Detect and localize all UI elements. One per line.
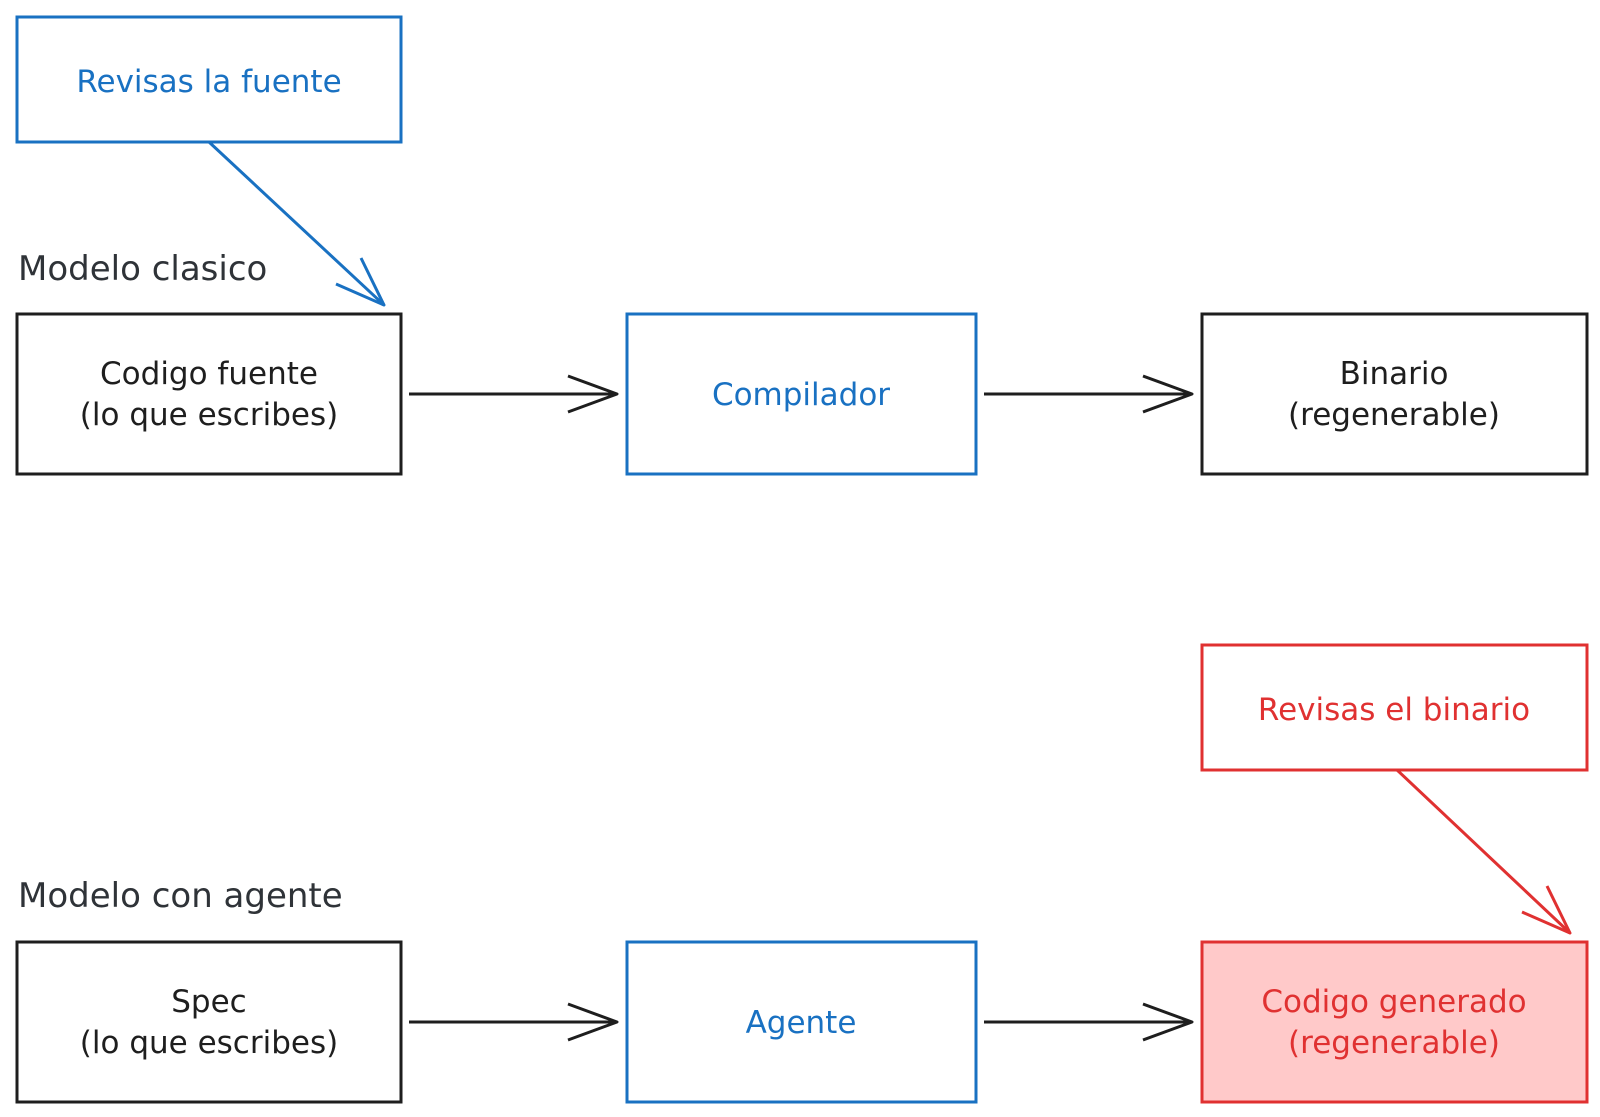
binary-label: Binario	[1340, 356, 1449, 392]
generated-code-label: Codigo generado	[1261, 984, 1526, 1020]
binary-sublabel: (regenerable)	[1288, 397, 1500, 433]
source-code-sublabel: (lo que escribes)	[80, 397, 338, 433]
arrow-compiler-to-binary	[984, 374, 1194, 414]
arrow-agent-to-generated	[984, 1002, 1194, 1042]
arrow-source-to-compiler	[409, 374, 619, 414]
source-code-label: Codigo fuente	[100, 356, 318, 392]
classic-model-title: Modelo clasico	[18, 249, 267, 289]
spec-sublabel: (lo que escribes)	[80, 1025, 338, 1061]
arrow-spec-to-agent	[409, 1002, 619, 1042]
compiler-label: Compilador	[712, 377, 890, 413]
spec-box: Spec (lo que escribes)	[15, 940, 403, 1104]
agent-review-note: Revisas el binario	[1200, 643, 1589, 772]
agent-model-title: Modelo con agente	[18, 876, 343, 916]
agent-review-note-text: Revisas el binario	[1258, 692, 1530, 728]
agent-review-arrow	[1395, 768, 1572, 935]
classic-review-arrow	[207, 140, 386, 307]
generated-code-sublabel: (regenerable)	[1288, 1025, 1500, 1061]
spec-label: Spec	[171, 984, 246, 1020]
source-code-box: Codigo fuente (lo que escribes)	[15, 312, 403, 476]
agent-label: Agente	[746, 1005, 857, 1041]
classic-review-note: Revisas la fuente	[15, 15, 403, 144]
binary-box: Binario (regenerable)	[1200, 312, 1589, 476]
classic-review-note-text: Revisas la fuente	[76, 64, 341, 100]
compiler-box: Compilador	[625, 312, 978, 476]
generated-code-box: Codigo generado (regenerable)	[1200, 940, 1589, 1104]
agent-box: Agente	[625, 940, 978, 1104]
